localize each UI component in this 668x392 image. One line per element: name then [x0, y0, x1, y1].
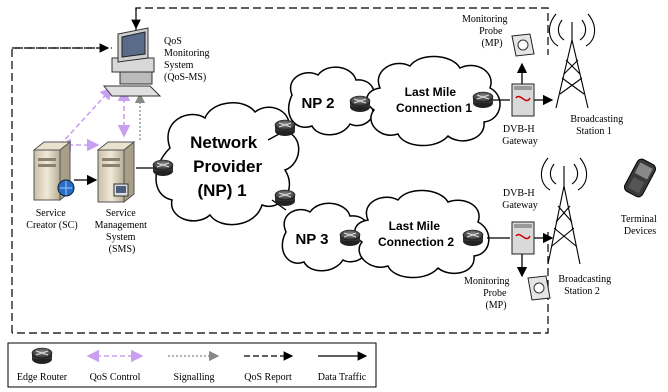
cloud-lm2: [354, 189, 490, 279]
label-np2: NP 2: [301, 95, 334, 112]
edge-router-np1-top: [274, 119, 296, 137]
label-lm1: Last Mile Connection 1: [396, 85, 472, 115]
legend-data-traffic: Data Traffic: [318, 351, 368, 383]
label-lm2: Last Mile Connection 2: [378, 219, 454, 249]
labels: QoS Monitoring System (QoS-MS) Service C…: [26, 14, 659, 311]
legend: Edge Router QoS Control Signalling QoS R…: [7, 342, 377, 388]
svg-text:QoS Report: QoS Report: [244, 372, 292, 383]
edge-router-lm1: [472, 91, 494, 109]
label-np1: Network Provider (NP) 1: [190, 133, 267, 200]
monitoring-probe-2: [527, 275, 551, 301]
edge-router-lm2: [462, 229, 484, 247]
dvbh-gateway-2: [511, 221, 535, 255]
broadcast-tower-2: [540, 157, 588, 265]
broadcast-tower-1: [548, 13, 596, 109]
qos-control-lines: [58, 86, 131, 152]
service-creator-server: [32, 140, 75, 202]
edge-router-np1-in: [152, 159, 174, 177]
terminal-device-phone: [623, 158, 657, 198]
legend-qos-control: QoS Control: [86, 349, 144, 383]
label-gw2: DVB-H Gateway: [502, 188, 538, 211]
label-bs2: Broadcasting Station 2: [558, 274, 613, 297]
label-np3: NP 3: [295, 231, 328, 248]
label-mp-bottom: Monitoring Probe (MP): [464, 276, 512, 311]
svg-text:Data Traffic: Data Traffic: [318, 372, 367, 383]
edge-router-np1-bottom: [274, 189, 296, 207]
svg-text:QoS Control: QoS Control: [90, 372, 141, 383]
label-sms: Service Management System (SMS): [95, 208, 150, 255]
label-terminal: Terminal Devices: [621, 214, 659, 237]
dvbh-gateway-1: [511, 83, 535, 117]
label-service-creator: Service Creator (SC): [26, 208, 77, 231]
qos-report-loop: [11, 7, 549, 334]
edge-router-np3: [339, 229, 361, 247]
cloud-lm1: [366, 55, 501, 147]
cloud-labels: Network Provider (NP) 1 NP 2 NP 3 Last M…: [190, 85, 472, 249]
qos-ms-computer: [102, 27, 162, 97]
svg-text:Signalling: Signalling: [173, 372, 214, 383]
legend-qos-report: QoS Report: [244, 351, 294, 383]
cloud-np1: [155, 102, 300, 226]
label-mp-top: Monitoring Probe (MP): [462, 14, 510, 49]
edge-router-np2: [349, 95, 371, 113]
sms-server: [96, 140, 136, 204]
legend-signalling: Signalling: [168, 350, 220, 383]
label-gw1: DVB-H Gateway: [502, 124, 538, 147]
legend-edge-router: Edge Router: [17, 347, 68, 383]
monitoring-probe-1: [511, 33, 535, 57]
svg-text:Edge Router: Edge Router: [17, 372, 68, 383]
label-bs1: Broadcasting Station 1: [570, 114, 625, 137]
data-traffic-lines: [74, 62, 554, 278]
label-qos-ms: QoS Monitoring System (QoS-MS): [164, 36, 212, 83]
